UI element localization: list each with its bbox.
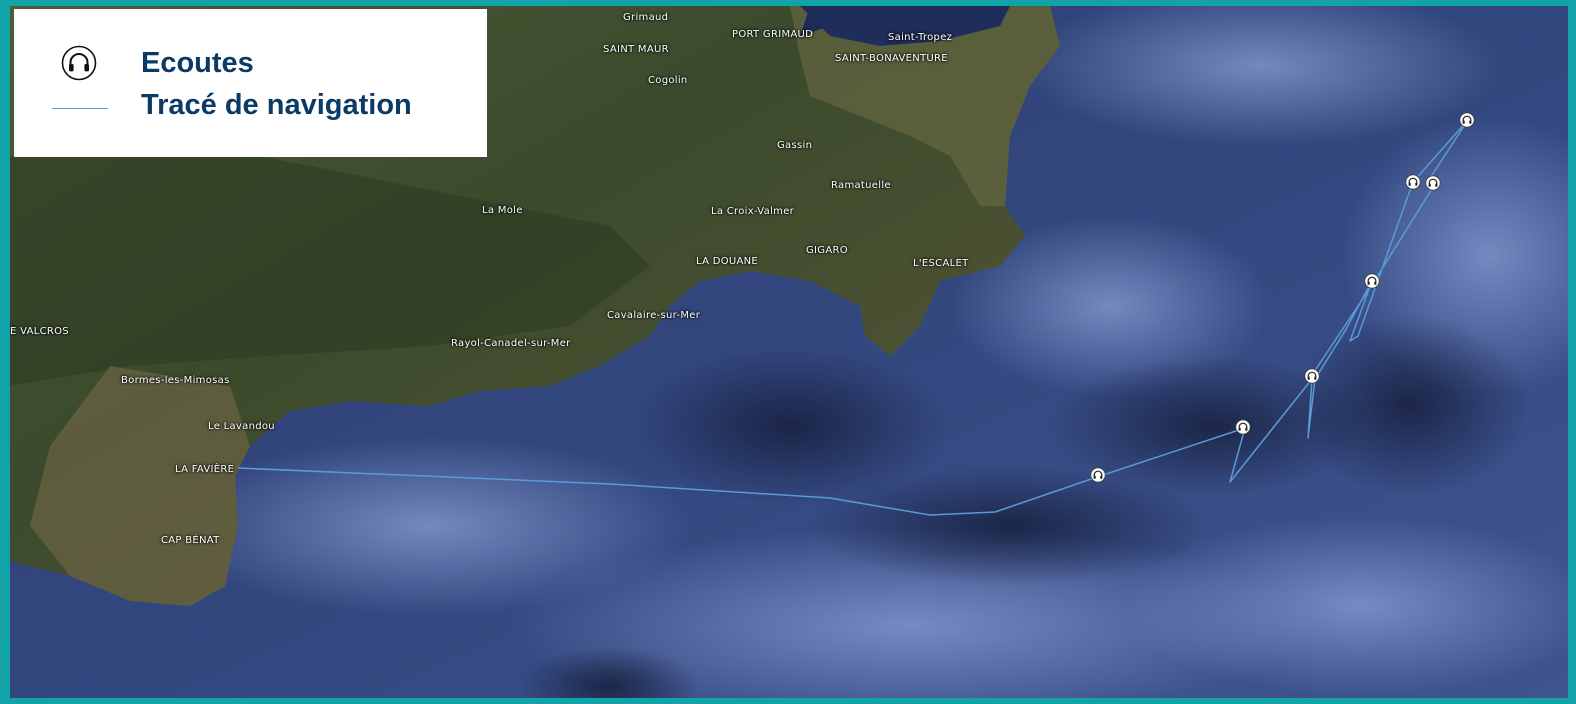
place-label: SAINT MAUR: [603, 44, 669, 55]
headphones-icon[interactable]: [1235, 419, 1251, 435]
headphones-icon[interactable]: [1459, 112, 1475, 128]
headphones-icon[interactable]: [1405, 174, 1421, 190]
legend-item-listening: Ecoutes: [14, 45, 487, 85]
place-label: PORT GRIMAUD: [732, 29, 814, 40]
place-label: LA DOUANE: [696, 256, 759, 267]
place-label: La Croix-Valmer: [711, 206, 795, 217]
place-label: Rayol-Canadel-sur-Mer: [451, 338, 571, 349]
map-background: [10, 6, 1568, 698]
place-label: Cogolin: [648, 75, 688, 86]
place-label: E VALCROS: [10, 326, 69, 337]
place-label: Gassin: [777, 140, 813, 151]
legend-label-track: Tracé de navigation: [141, 89, 412, 121]
headphones-icon[interactable]: [1304, 368, 1320, 384]
place-label: Saint-Tropez: [888, 32, 953, 43]
place-label: CAP BÉNAT: [161, 535, 220, 546]
headphones-icon: [61, 45, 97, 81]
track-line-icon: [52, 108, 108, 109]
place-label: SAINT-BONAVENTURE: [835, 53, 948, 64]
place-label: Grimaud: [623, 12, 669, 23]
headphones-icon[interactable]: [1364, 273, 1380, 289]
place-label: L'ESCALET: [913, 258, 969, 269]
map-legend: Ecoutes Tracé de navigation: [14, 9, 487, 157]
place-label: LA FAVIÈRE: [175, 464, 235, 475]
place-label: Le Lavandou: [208, 421, 275, 432]
satellite-map[interactable]: Grimaud PORT GRIMAUD Saint-Tropez SAINT …: [10, 6, 1568, 698]
legend-label-listening: Ecoutes: [141, 47, 254, 79]
headphones-icon[interactable]: [1090, 467, 1106, 483]
place-label: GIGARO: [806, 245, 848, 256]
place-label: Cavalaire-sur-Mer: [607, 310, 701, 321]
place-label: Bormes-les-Mimosas: [121, 375, 230, 386]
place-label: La Mole: [482, 205, 523, 216]
legend-item-track: Tracé de navigation: [14, 89, 487, 129]
headphones-icon[interactable]: [1425, 175, 1441, 191]
place-label: Ramatuelle: [831, 180, 891, 191]
